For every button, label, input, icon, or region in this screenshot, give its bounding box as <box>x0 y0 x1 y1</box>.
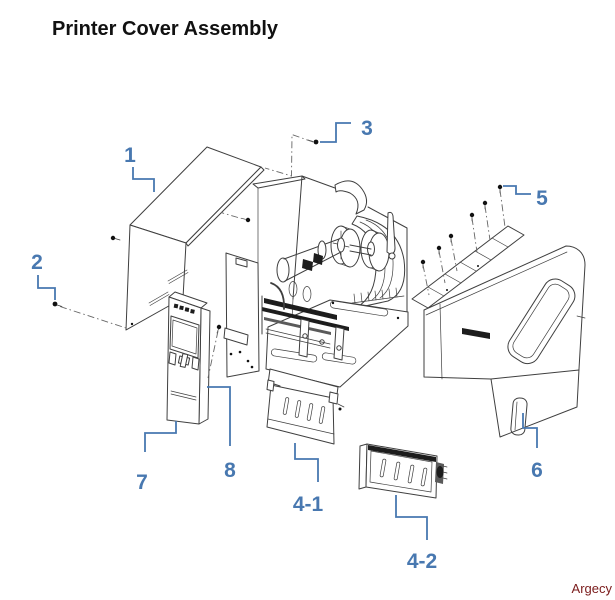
callout-1-label: 1 <box>124 144 136 167</box>
part-screw-strip <box>411 184 525 309</box>
callout-7-label: 7 <box>136 471 148 494</box>
part-media-door-4-1 <box>266 379 345 445</box>
callout-4-1-label: 4-1 <box>293 493 324 516</box>
right-cover-window <box>507 278 576 365</box>
media-door-4-1-body <box>266 384 335 445</box>
part-control-panel <box>166 291 211 425</box>
callout-2-label: 2 <box>31 251 43 274</box>
part-print-mechanism-chassis <box>223 175 409 403</box>
top-cover-top-face <box>129 146 262 244</box>
page-title: Printer Cover Assembly <box>52 18 279 40</box>
brand-badge <box>462 328 490 339</box>
control-panel-display <box>169 315 200 359</box>
callout-7: 7 <box>136 421 177 494</box>
callout-5-label: 5 <box>536 187 548 210</box>
callout-5: 5 <box>503 185 548 210</box>
callout-1: 1 <box>124 144 155 192</box>
callout-2: 2 <box>31 251 127 329</box>
part-media-door-4-2 <box>358 443 448 499</box>
callout-4-2: 4-2 <box>395 495 437 573</box>
right-cover-latch <box>510 397 528 436</box>
part-right-side-cover <box>423 245 586 438</box>
callouts: 1 2 3 5 6 <box>31 117 548 573</box>
callout-8-label: 8 <box>224 459 236 482</box>
callout-3: 3 <box>264 117 373 177</box>
callout-6: 6 <box>522 413 543 482</box>
callout-8: 8 <box>207 324 236 482</box>
callout-3-label: 3 <box>361 117 373 140</box>
callout-6-label: 6 <box>531 459 543 482</box>
screw-strip-body <box>411 225 525 309</box>
callout-4-1: 4-1 <box>293 443 324 516</box>
watermark: Argecy <box>571 581 612 596</box>
callout-4-2-label: 4-2 <box>407 550 437 573</box>
